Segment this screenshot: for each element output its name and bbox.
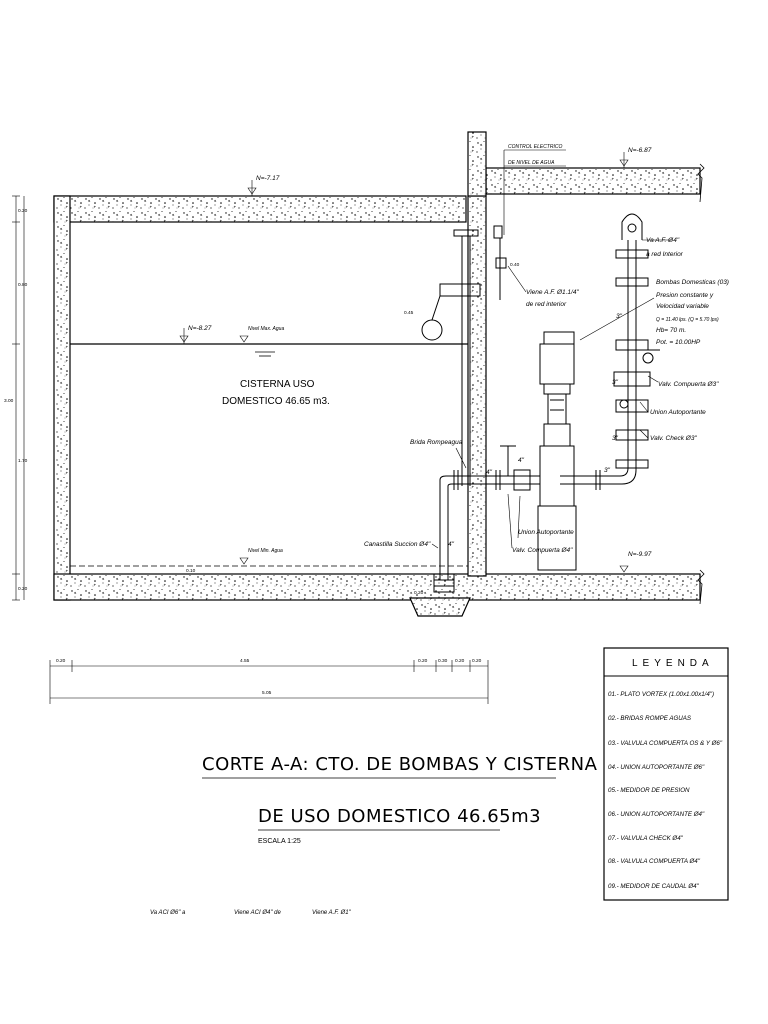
pipe-size-4b: 4" (486, 469, 493, 476)
level-top-right: N=-6.87 (628, 147, 652, 154)
pipe-size-3c: 3" (612, 435, 619, 442)
dim-v-total: 3.00 (4, 398, 14, 404)
nivel-max-label: Nivel Max. Agua (248, 326, 284, 332)
union-autoportante-2-label: Union Autoportante (518, 529, 574, 536)
dim-h-4: 0.30 (438, 658, 448, 664)
tank-label-line2: DOMESTICO 46.65 m3. (222, 396, 330, 407)
pipe-size-4c: 4" (448, 541, 455, 548)
break-lines (697, 163, 705, 605)
tank-label-line1: CISTERNA USO (240, 379, 315, 390)
dim-h-5: 0.20 (455, 658, 465, 664)
nivel-min-label: Nivel Min. Agua (248, 548, 283, 554)
footer-text-a: Va ACI Ø6" a (150, 910, 186, 916)
piping (421, 213, 660, 593)
bombas-label-1: Bombas Domesticas (03) (656, 279, 729, 286)
level-markers (179, 152, 629, 573)
level-top-left: N=-7.17 (256, 175, 280, 182)
bombas-label-2: Presion constante y (656, 292, 714, 299)
legend-item: 01.- PLATO VORTEX (1.00x1.00x1/4") (608, 691, 714, 698)
va-af-label-2: a red Interior (646, 251, 684, 258)
legend-item: 07.- VALVULA CHECK Ø4" (608, 835, 684, 842)
bombas-label-5: Hb= 70 m. (656, 327, 686, 334)
pipe-size-3a: 3" (616, 313, 623, 320)
valv-compuerta-3-label: Valv. Compuerta Ø3" (658, 381, 719, 388)
va-af-label: Va A.F. Ø4" (646, 237, 680, 244)
legend-box: LEYENDA 01.- PLATO VORTEX (1.00x1.00x1/4… (603, 647, 729, 901)
viene-af-label-2: de red interior (526, 301, 567, 308)
title-scale: ESCALA 1:25 (258, 838, 301, 845)
legend-item: 02.- BRIDAS ROMPE AGUAS (608, 715, 692, 722)
pipe-size-4a: 4" (518, 457, 525, 464)
dim-h-1: 0.20 (56, 658, 66, 664)
dim-v-2: 0.80 (18, 282, 28, 288)
dim-h-2: 4.55 (240, 658, 250, 664)
title-line-2: DE USO DOMESTICO 46.65m3 (258, 806, 541, 827)
legend-item: 09.- MEDIDOR DE CAUDAL Ø4" (608, 883, 700, 890)
legend-heading: LEYENDA (632, 658, 714, 669)
legend-item: 04.- UNION AUTOPORTANTE Ø6" (608, 764, 705, 771)
legend-item: 08.- VALVULA COMPUERTA Ø4" (608, 858, 701, 865)
pump-assembly (537, 331, 577, 571)
dim-020: 0.20 (414, 590, 424, 596)
footer-text-c: Viene A.F. Ø1" (312, 910, 352, 916)
dim-045: 0.45 (404, 310, 414, 316)
canastilla-label: Canastilla Succion Ø4" (364, 541, 431, 548)
viene-af-label: Viene A.F. Ø1.1/4" (526, 289, 579, 296)
dim-h-3: 0.20 (418, 658, 428, 664)
concrete-structure (53, 131, 701, 617)
level-bottom-right: N=-9.97 (628, 551, 652, 558)
dim-010: 0.10 (186, 568, 196, 574)
water-level-lines (70, 343, 468, 567)
title-line-1: CORTE A-A: CTO. DE BOMBAS Y CISTERNA (202, 754, 598, 775)
legend-item: 05.- MEDIDOR DE PRESION (608, 787, 690, 794)
legend-item: 06.- UNION AUTOPORTANTE Ø4" (608, 811, 705, 818)
pipe-size-3d: 3" (604, 467, 611, 474)
dim-v-3: 1.70 (18, 458, 28, 464)
dim-v-4: 0.20 (18, 586, 28, 592)
leader-lines (431, 149, 672, 549)
union-autoportante-label: Union Autoportante (650, 409, 706, 416)
bombas-label-3: Velocidad variable (656, 303, 709, 310)
dim-h-total: 5.05 (262, 690, 272, 696)
control-label-2: DE NIVEL DE AGUA (508, 160, 555, 166)
dim-040: 0.40 (510, 262, 520, 268)
valv-check-label: Valv. Check Ø3" (650, 435, 697, 442)
footer-text-b: Viene ACI Ø4" de (234, 910, 281, 916)
legend-item: 03.- VALVULA COMPUERTA OS & Y Ø6" (608, 740, 723, 747)
level-water: N=-8.27 (188, 325, 212, 332)
brida-label: Brida Rompeagua (410, 439, 463, 446)
pipe-size-3b: 3" (612, 379, 619, 386)
dim-h-6: 0.20 (472, 658, 482, 664)
dimension-lines (12, 195, 489, 704)
bombas-label-6: Pot. = 10.00HP (656, 339, 701, 346)
dim-v-1: 0.20 (18, 208, 28, 214)
valv-compuerta-4-label: Valv. Compuerta Ø4" (512, 547, 573, 554)
bombas-label-4: Q = 11.40 lps. (Q = 5.70 lps) (656, 317, 719, 323)
control-label: CONTROL ELECTRICO (508, 144, 562, 150)
